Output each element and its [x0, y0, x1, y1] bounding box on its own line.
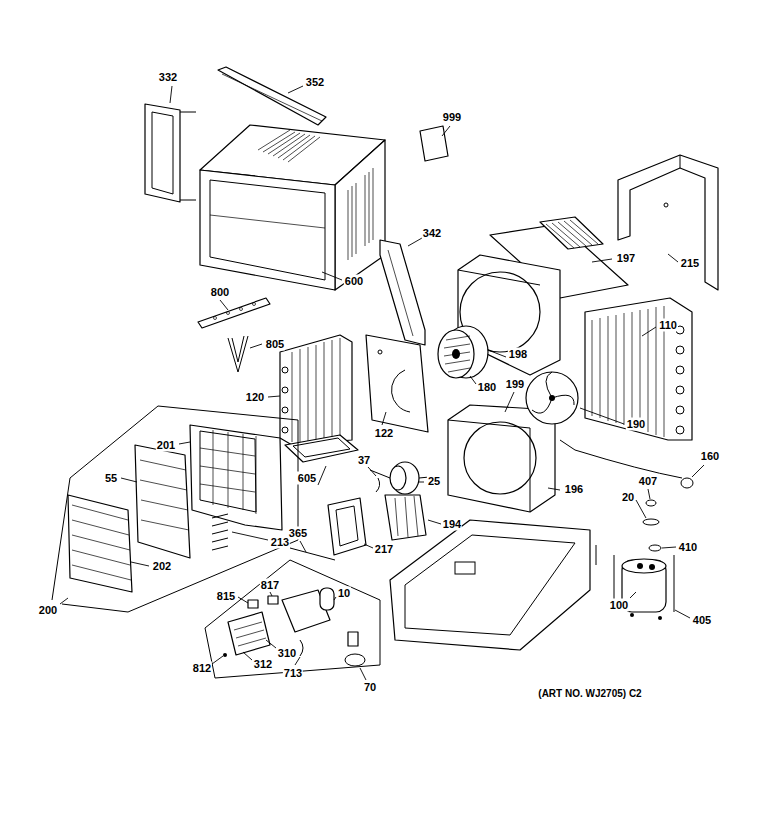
evaporator-coil: [280, 335, 352, 445]
callout-number: 800: [210, 286, 230, 299]
callout-number: 310: [277, 647, 297, 660]
wire: [560, 440, 682, 478]
callout-number: 198: [508, 348, 528, 361]
callout-number: 190: [626, 418, 646, 431]
callout-number: 410: [678, 541, 698, 554]
compressor: [596, 545, 674, 620]
callout-number: 605: [297, 472, 317, 485]
callout-number: 342: [422, 227, 442, 240]
callout-number: 312: [253, 658, 273, 671]
leader-lines: [60, 86, 704, 680]
label-card: [420, 126, 448, 161]
partition-plate: [366, 335, 428, 432]
control-parts: [223, 588, 365, 666]
callout-number: 201: [156, 439, 176, 452]
mount-hardware: [643, 500, 661, 551]
callout-number: 365: [288, 527, 308, 540]
control-housing: [328, 498, 366, 555]
callout-number: 197: [616, 252, 636, 265]
callout-number: 713: [283, 667, 303, 680]
side-curtain: [145, 104, 196, 202]
callout-number: 407: [638, 475, 658, 488]
wrapper-cover: [618, 155, 718, 290]
side-curtain: [380, 240, 425, 345]
control-outline: [205, 560, 380, 678]
front-grille: [68, 495, 132, 592]
callout-number: 122: [374, 427, 394, 440]
callout-number: 180: [477, 381, 497, 394]
front-frame: [190, 425, 282, 530]
callout-number: 352: [305, 76, 325, 89]
callout-number: 405: [692, 614, 712, 627]
callout-number: 10: [337, 587, 351, 600]
assembly-outline: [62, 406, 298, 612]
callout-number: 805: [265, 338, 285, 351]
callout-number: 332: [158, 71, 178, 84]
condenser-coil: [585, 298, 692, 440]
brace: [228, 336, 248, 372]
callout-number: 199: [505, 378, 525, 391]
top-rail: [218, 67, 326, 125]
callout-number: 600: [344, 275, 364, 288]
base-pan: [390, 520, 590, 650]
bracket: [198, 298, 270, 328]
condenser-fan: [526, 372, 578, 424]
callout-number: 100: [609, 599, 629, 612]
callout-number: 25: [427, 475, 441, 488]
callout-number: 120: [245, 391, 265, 404]
callout-number: 70: [363, 681, 377, 694]
blower-wheel: [438, 326, 488, 378]
drain-pan: [285, 435, 358, 462]
callout-number: 217: [374, 543, 394, 556]
callout-number: 110: [658, 319, 678, 332]
cabinet: [200, 125, 385, 290]
callout-number: 160: [700, 450, 720, 463]
motor-mount: [385, 495, 426, 540]
callout-number: 194: [442, 518, 462, 531]
callout-number: 812: [192, 662, 212, 675]
filter: [135, 445, 190, 558]
callout-number: 20: [621, 491, 635, 504]
callout-number: 55: [104, 472, 118, 485]
callout-number: 815: [216, 590, 236, 603]
callout-number: 200: [38, 604, 58, 617]
rod: [290, 548, 335, 560]
callout-number: 37: [357, 454, 371, 467]
callout-number: 202: [152, 560, 172, 573]
louvers: [212, 514, 228, 550]
callout-number: 999: [442, 111, 462, 124]
callout-number: 817: [260, 579, 280, 592]
callout-number: 196: [564, 483, 584, 496]
art-number: (ART NO. WJ2705) C2: [537, 687, 642, 700]
callout-number: 215: [680, 257, 700, 270]
